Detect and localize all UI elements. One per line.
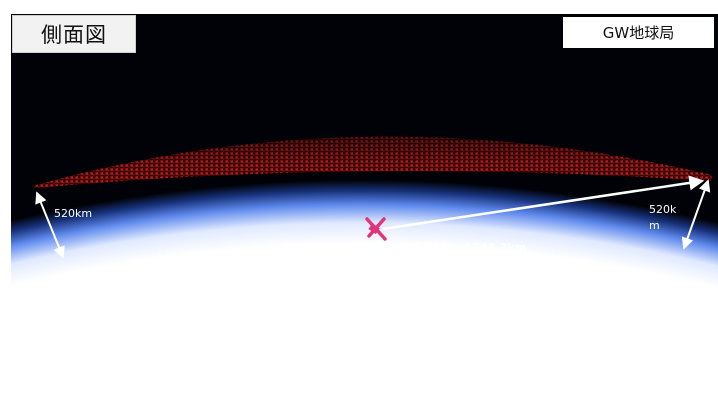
slant-range-arrow [382, 175, 705, 231]
altitude-label-left: 520km [54, 207, 93, 220]
elevation-range-label: 仰角10°：1743.3km [411, 241, 527, 254]
ground-station-icon [365, 217, 387, 241]
altitude-label-right: 520km [649, 203, 677, 232]
altitude-arrow-left [35, 191, 65, 259]
altitude-arrow-right [681, 179, 711, 250]
ground-station-label: GW地球局 [563, 17, 714, 48]
earth-surface [10, 14, 718, 415]
panel-title: 側面図 [12, 15, 136, 53]
